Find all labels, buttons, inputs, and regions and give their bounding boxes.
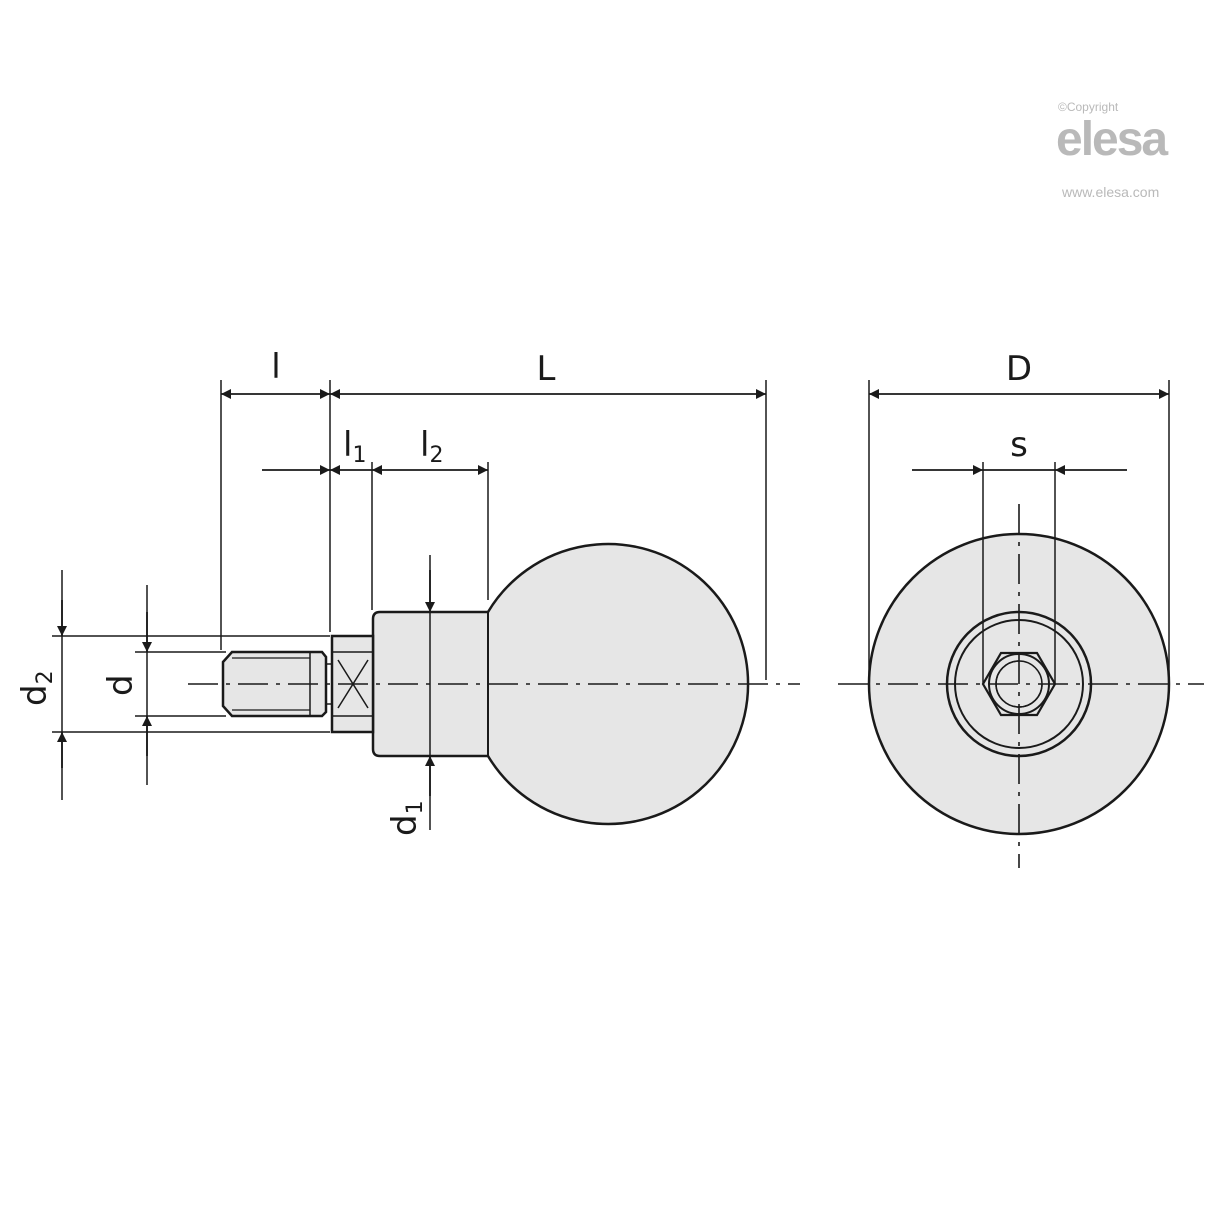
label-d2: d2	[15, 670, 58, 706]
label-l: l	[271, 347, 280, 387]
threaded-stud	[221, 650, 328, 718]
copyright-text: ©Copyright	[1058, 100, 1119, 114]
side-dimension-lines	[57, 389, 766, 796]
elesa-logo: elesa	[1056, 113, 1168, 166]
label-D: D	[1006, 349, 1032, 389]
elesa-watermark: ©Copyright elesa www.elesa.com	[1056, 98, 1206, 208]
front-extension-lines	[868, 380, 1170, 684]
front-dimension-lines	[869, 389, 1169, 475]
label-l1: l1	[343, 425, 366, 468]
front-center-lines	[838, 504, 1204, 868]
website-url: www.elesa.com	[1062, 184, 1160, 200]
label-s: s	[1010, 425, 1028, 465]
label-d1: d1	[385, 800, 428, 836]
label-L: L	[537, 349, 556, 389]
label-l2: l2	[420, 425, 443, 468]
label-d: d	[101, 674, 141, 696]
